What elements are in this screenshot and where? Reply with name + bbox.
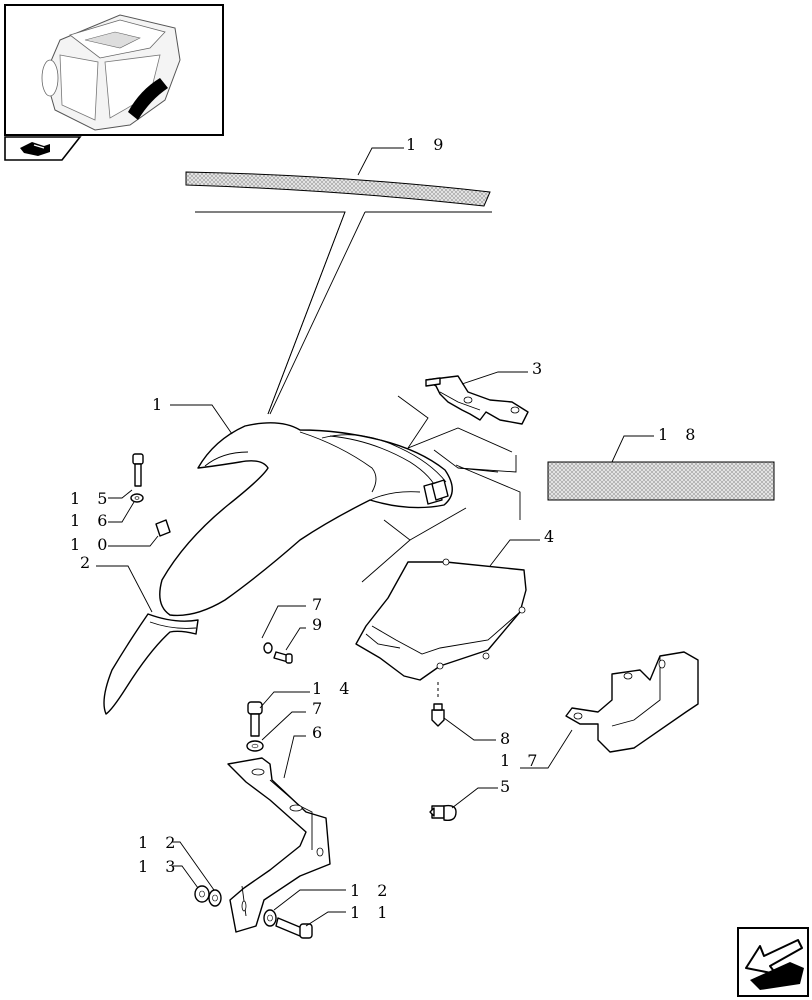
clip-part-10 xyxy=(155,519,171,537)
callout-12a: 1 2 xyxy=(138,833,215,891)
svg-text:1: 1 xyxy=(152,395,168,414)
washer-part-12b xyxy=(263,909,277,927)
svg-text:1 2: 1 2 xyxy=(138,833,181,852)
support-part-6 xyxy=(227,757,331,933)
svg-text:1 5: 1 5 xyxy=(70,489,113,508)
callout-13: 1 3 xyxy=(138,857,199,889)
washer-part-16 xyxy=(130,493,144,503)
callout-18: 1 8 xyxy=(611,425,701,463)
bolt-part-14 xyxy=(247,701,263,737)
svg-text:1 1: 1 1 xyxy=(350,903,393,922)
extension-part-2 xyxy=(103,613,199,715)
callout-10: 1 0 xyxy=(70,535,159,554)
cab-thumbnail-icon[interactable] xyxy=(4,4,224,136)
next-page-arrow-icon[interactable] xyxy=(737,927,809,997)
svg-text:4: 4 xyxy=(544,527,560,546)
callout-2: 2 xyxy=(80,553,153,613)
fastener-part-5 xyxy=(429,804,457,822)
callout-19: 1 9 xyxy=(357,135,449,176)
callout-15: 1 5 xyxy=(70,489,133,508)
bolt-part-15 xyxy=(132,453,144,487)
screw-part-9 xyxy=(273,651,293,664)
strip-part-19 xyxy=(185,171,491,207)
svg-text:9: 9 xyxy=(312,615,328,634)
fender-part-1 xyxy=(159,422,453,617)
book-icon[interactable] xyxy=(4,136,82,161)
washer-part-7b xyxy=(246,740,264,752)
callout-4: 4 xyxy=(489,527,560,567)
strip-part-18 xyxy=(547,461,775,501)
svg-text:7: 7 xyxy=(312,595,328,614)
svg-text:8: 8 xyxy=(500,729,516,748)
svg-text:1 4: 1 4 xyxy=(312,679,355,698)
svg-text:3: 3 xyxy=(532,359,548,378)
explosion-lines xyxy=(195,211,521,583)
svg-text:7: 7 xyxy=(312,699,328,718)
callout-5: 5 xyxy=(451,777,516,809)
washer-part-13 xyxy=(194,885,210,903)
svg-text:1 9: 1 9 xyxy=(406,135,449,154)
callout-7b: 7 xyxy=(261,699,328,741)
callout-17: 1 7 xyxy=(500,729,573,770)
cover-part-4 xyxy=(355,558,527,681)
washer-part-12a xyxy=(208,889,222,907)
callout-14: 1 4 xyxy=(259,679,355,709)
callout-9: 9 xyxy=(285,615,328,651)
callout-12b: 1 2 xyxy=(273,881,393,911)
washer-part-7a xyxy=(263,642,273,654)
svg-text:1 6: 1 6 xyxy=(70,511,113,530)
bolt-part-11 xyxy=(275,917,313,939)
svg-text:6: 6 xyxy=(312,723,328,742)
svg-text:1 2: 1 2 xyxy=(350,881,393,900)
bracket-part-17 xyxy=(565,651,699,753)
callout-16: 1 6 xyxy=(70,501,135,530)
svg-text:1 3: 1 3 xyxy=(138,857,181,876)
svg-text:1 8: 1 8 xyxy=(658,425,701,444)
callout-3: 3 xyxy=(461,359,548,385)
callout-8: 8 xyxy=(443,717,516,748)
callout-11: 1 1 xyxy=(305,903,393,927)
svg-text:5: 5 xyxy=(500,777,516,796)
svg-text:1 0: 1 0 xyxy=(70,535,113,554)
screw-part-8 xyxy=(431,703,445,727)
callout-6: 6 xyxy=(283,723,328,779)
bracket-part-3 xyxy=(425,375,529,425)
svg-text:1 7: 1 7 xyxy=(500,751,543,770)
svg-text:2: 2 xyxy=(80,553,96,572)
callout-7a: 7 xyxy=(261,595,328,639)
callout-1: 1 xyxy=(152,395,233,435)
